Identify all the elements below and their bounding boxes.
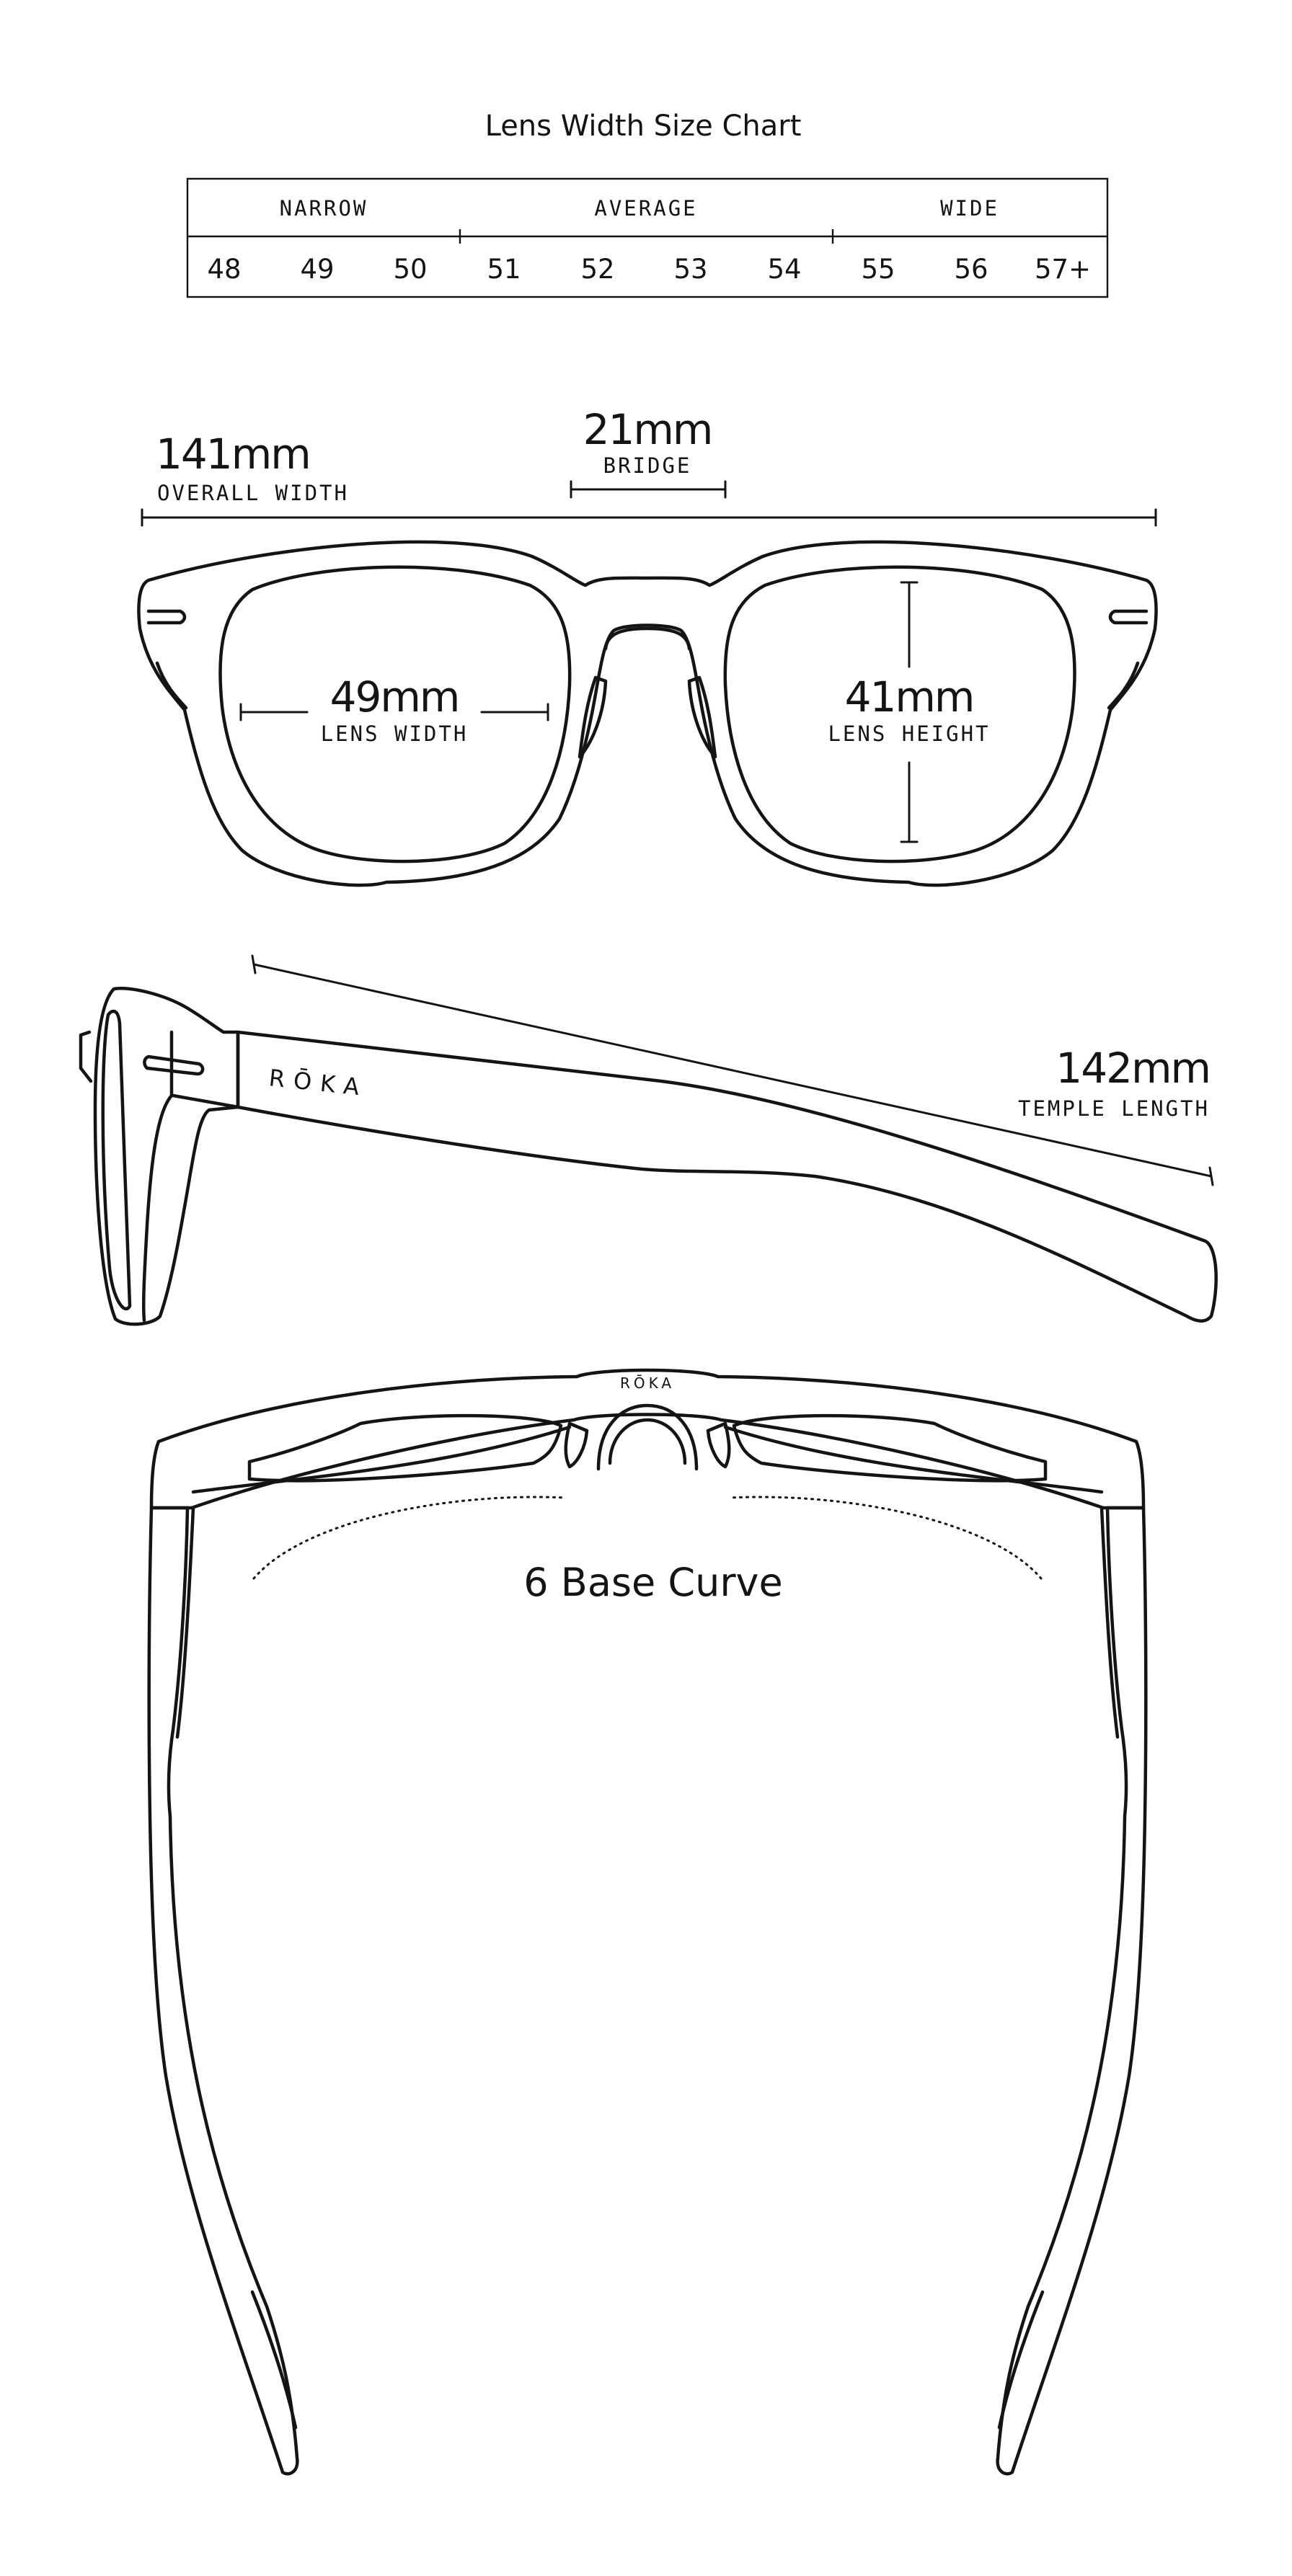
front-nose-pad-right <box>687 675 717 759</box>
side-view: 142mm TEMPLE LENGTH RŌKA <box>79 954 1218 1326</box>
lens-width-dimension-line <box>239 703 549 721</box>
front-temple-stub-left <box>155 661 188 710</box>
size-cell: 53 <box>673 254 707 285</box>
top-nose-pad-right <box>706 1421 731 1469</box>
temple-length-dimension-line <box>251 954 1214 1186</box>
group-label-narrow: NARROW <box>280 196 368 221</box>
front-bridge-inner <box>603 626 691 651</box>
base-curve-arc-right <box>728 1496 1043 1580</box>
front-hinge-left <box>146 609 187 625</box>
size-cell: 48 <box>207 254 241 285</box>
size-cell: 56 <box>954 254 988 285</box>
size-cell: 49 <box>300 254 334 285</box>
top-right-temple-inner <box>997 1506 1120 2430</box>
size-cell: 55 <box>861 254 895 285</box>
size-cell: 51 <box>487 254 521 285</box>
top-left-temple-inner <box>175 1506 298 2430</box>
front-view: 141mm OVERALL WIDTH 21mm BRIDGE <box>137 405 1158 887</box>
front-left-lens <box>218 565 572 863</box>
temple-length-label: TEMPLE LENGTH <box>1018 1096 1210 1121</box>
overall-width-value: 141mm <box>156 430 310 479</box>
lens-width-label: LENS WIDTH <box>321 721 469 746</box>
top-frame-inner <box>191 1425 1104 1494</box>
size-cell: 52 <box>580 254 614 285</box>
overall-width-dimension-line <box>141 508 1157 527</box>
lens-height-label: LENS HEIGHT <box>828 721 990 746</box>
side-frame-inner <box>141 1030 174 1323</box>
front-right-lens <box>723 565 1076 863</box>
lens-height-dimension-line <box>900 581 919 843</box>
base-curve-arc-left <box>252 1496 567 1580</box>
side-temple-arm <box>236 1030 1218 1323</box>
side-hinge-pin <box>143 1054 205 1076</box>
temple-length-value: 142mm <box>1056 1044 1210 1093</box>
bridge-label: BRIDGE <box>603 453 692 478</box>
bridge-dimension-line <box>570 480 727 499</box>
top-left-lens <box>247 1413 563 1483</box>
top-right-temple <box>996 1506 1148 2476</box>
front-hinge-right <box>1108 609 1149 625</box>
overall-width-label: OVERALL WIDTH <box>157 481 349 505</box>
size-chart: Lens Width Size Chart NARROW AVERAGE WID… <box>186 110 1109 298</box>
size-cell: 57+ <box>1035 254 1091 285</box>
side-hinge-joint <box>171 1093 240 1109</box>
lens-width-value: 49mm <box>330 672 459 721</box>
side-frame-front <box>93 987 240 1326</box>
top-left-temple <box>147 1506 299 2476</box>
lens-height-value: 41mm <box>845 672 974 721</box>
size-chart-frame <box>186 177 1109 298</box>
side-lens-edge <box>101 1009 132 1310</box>
top-right-lens <box>732 1413 1048 1483</box>
size-cell: 50 <box>393 254 427 285</box>
size-cell: 54 <box>767 254 801 285</box>
group-label-wide: WIDE <box>940 196 999 221</box>
top-nose-pad-left <box>564 1421 589 1469</box>
bridge-value: 21mm <box>583 405 712 454</box>
front-nose-pad-left <box>578 675 608 759</box>
group-label-average: AVERAGE <box>594 196 697 221</box>
base-curve-label: 6 Base Curve <box>523 1560 783 1605</box>
size-chart-title: Lens Width Size Chart <box>485 110 802 143</box>
front-temple-stub-right <box>1107 661 1140 710</box>
top-bridge <box>596 1403 699 1471</box>
front-frame-outline <box>137 540 1158 887</box>
side-brand-wordmark: RŌKA <box>267 1064 369 1101</box>
top-brand-wordmark: RŌKA <box>620 1374 675 1392</box>
top-view: RŌKA 6 Base Curve <box>147 1368 1148 2476</box>
side-nose-pad <box>79 1030 93 1083</box>
